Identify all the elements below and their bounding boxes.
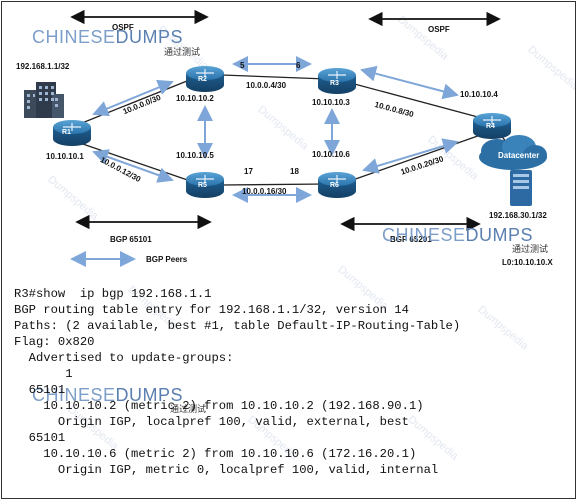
router-r4-icon (473, 113, 511, 139)
link-r5-r6 (221, 183, 328, 186)
datacenter-loopback: L0:10.10.10.X (502, 258, 553, 267)
r5-ip: 10.10.10.5 (176, 151, 214, 160)
bgp-peer-arrows (70, 56, 459, 267)
link-label-r2-r3: 10.0.0.4/30 (246, 81, 287, 90)
peer-r1-r2 (92, 79, 174, 117)
r6-name: R6 (330, 182, 339, 189)
cli-line: Origin IGP, metric 0, localpref 100, val… (14, 463, 439, 477)
area-label-bgp-right: BGP 65201 (390, 235, 432, 244)
cli-line: Advertised to update-groups: (14, 351, 234, 365)
r6-ip: 10.10.10.6 (312, 150, 350, 159)
cli-line: Flag: 0x820 (14, 335, 95, 349)
r5-name: R5 (198, 182, 207, 189)
watermark-sub-bottom: 通过测试 (170, 404, 207, 414)
area-arrows (70, 9, 501, 232)
r4-ip: 10.10.10.4 (460, 90, 498, 99)
router-r6-icon (318, 172, 356, 198)
router-r5-icon (186, 172, 224, 198)
router-r2-icon (186, 66, 224, 92)
area-label-ospf-right: OSPF (428, 25, 450, 34)
area-label-ospf-left: OSPF (112, 23, 134, 32)
datacenter-label: Datacenter (498, 151, 540, 160)
peer-r1-r5 (92, 149, 174, 183)
area-label-bgp-left: BGP 65101 (110, 235, 152, 244)
cli-line: 65101 (14, 431, 66, 445)
peer-r6-r4 (362, 138, 459, 174)
cli-line: Paths: (2 available, best #1, table Defa… (14, 319, 461, 333)
cli-line: BGP routing table entry for 192.168.1.1/… (14, 303, 409, 317)
datacenter-cloud-icon (479, 135, 547, 170)
r1-ip: 10.10.10.1 (46, 152, 84, 161)
router-r1-icon (53, 120, 91, 146)
link-label-r5-r6: 10.0.0.16/30 (242, 187, 287, 196)
link-if-r2: 5 (240, 61, 245, 70)
watermark-logo-top: CHINESEDUMPS (32, 27, 184, 47)
r4-name: R4 (486, 123, 495, 130)
link-if-r6: 18 (290, 167, 299, 176)
watermark-sub-right: 通过测试 (512, 244, 549, 254)
watermark-logo-right: CHINESEDUMPS (382, 225, 534, 245)
cli-line: 65101 (14, 383, 66, 397)
router-r3-icon (318, 68, 356, 94)
datacenter-prefix: 192.168.30.1/32 (489, 211, 547, 220)
cli-line: R3#show ip bgp 192.168.1.1 (14, 287, 212, 301)
watermark-sub-top: 通过测试 (164, 47, 201, 57)
r1-prefix-label: 192.168.1.1/32 (16, 62, 70, 71)
network-topology (24, 9, 547, 267)
cli-line: Origin IGP, localpref 100, valid, extern… (14, 415, 409, 429)
r1-name: R1 (62, 129, 71, 136)
r3-ip: 10.10.10.3 (312, 98, 350, 107)
building-icon (24, 82, 64, 118)
link-if-r3: 6 (296, 61, 301, 70)
legend-label-bgp-peers: BGP Peers (146, 255, 188, 264)
link-r2-r3 (221, 74, 328, 80)
watermark-logo-bottom: CHINESEDUMPS (32, 385, 184, 405)
link-if-r5: 17 (244, 167, 253, 176)
cli-line: 10.10.10.6 (metric 2) from 10.10.10.6 (1… (14, 447, 417, 461)
r2-ip: 10.10.10.2 (176, 94, 214, 103)
cli-line: 10.10.10.2 (metric 2) from 10.10.10.2 (1… (14, 399, 424, 413)
link-r3-r4 (346, 81, 490, 121)
r3-name: R3 (330, 80, 339, 87)
r2-name: R2 (198, 76, 207, 83)
link-r6-r4 (346, 131, 490, 183)
peer-r3-r4 (360, 65, 459, 100)
router-icons (53, 66, 511, 198)
cli-line: 1 (14, 367, 73, 381)
diagonal-watermark: Dumpspedia (475, 303, 531, 353)
server-icon (510, 170, 532, 206)
